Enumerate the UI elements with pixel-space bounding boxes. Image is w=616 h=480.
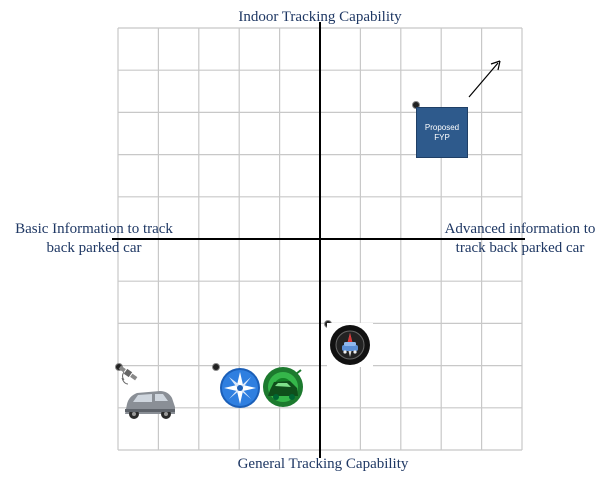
compass-star-icon xyxy=(220,368,260,408)
axis-label-left-line2: back parked car xyxy=(46,240,142,256)
green-car-icon xyxy=(263,367,303,407)
fyp-label: FYP xyxy=(434,132,450,142)
axis-label-right-line1: Advanced information to xyxy=(444,221,596,237)
proposed-fyp-box: Proposed FYP xyxy=(416,107,468,158)
compass-car-icon xyxy=(327,323,373,367)
axis-label-left-line1: Basic Information to track xyxy=(15,221,173,237)
car-satellite-icon xyxy=(118,365,175,419)
trend-arrow xyxy=(468,60,501,98)
axis-label-left: Basic Information to track back parked c… xyxy=(4,220,184,258)
axis-label-right: Advanced information to track back parke… xyxy=(436,220,604,258)
proposed-label: Proposed xyxy=(424,122,460,132)
axis-label-right-line2: track back parked car xyxy=(455,240,585,256)
axis-label-top: Indoor Tracking Capability xyxy=(238,9,402,25)
marker-dot xyxy=(212,363,220,371)
axis-label-bottom: General Tracking Capability xyxy=(237,456,409,472)
